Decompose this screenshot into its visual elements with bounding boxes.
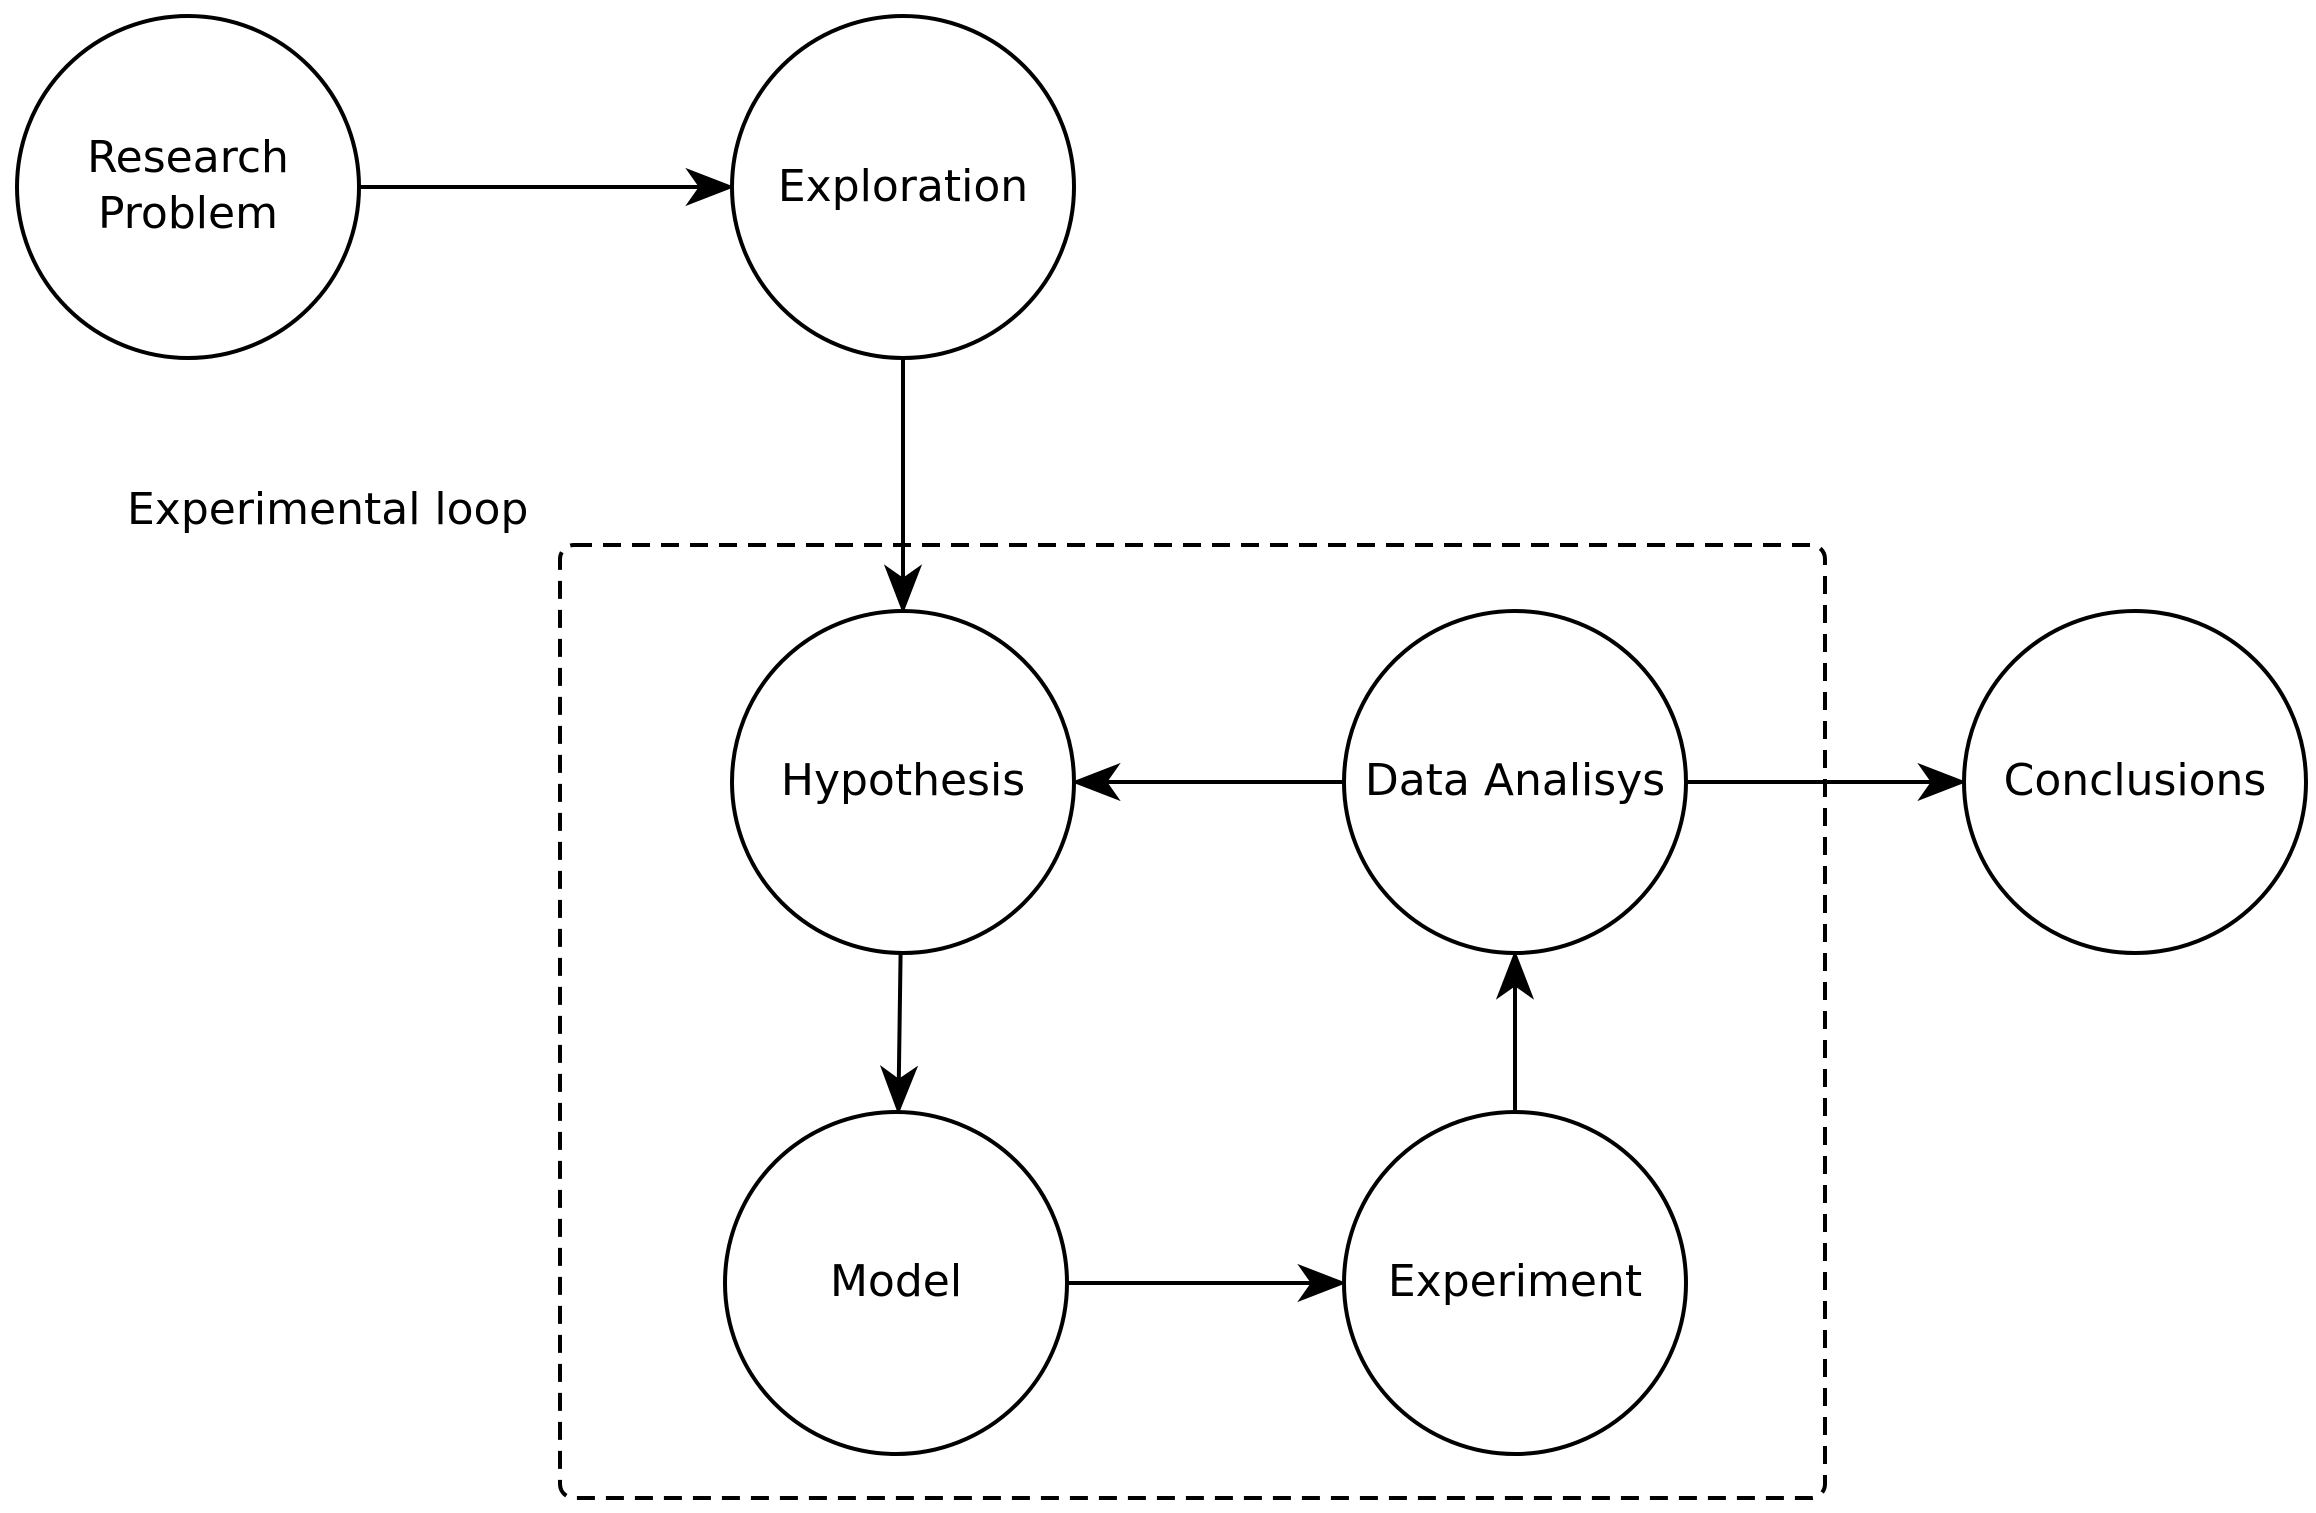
node-conclusions: Conclusions <box>1962 609 2308 955</box>
arrowhead-data-analysis-icon <box>1495 950 1535 1000</box>
node-data-analysis-label: Data Analisys <box>1365 755 1665 806</box>
node-hypothesis: Hypothesis <box>730 609 1076 955</box>
node-experiment-label: Experiment <box>1388 1256 1642 1307</box>
node-research-problem-label-line-1: Research <box>87 132 289 183</box>
node-exploration: Exploration <box>730 14 1076 360</box>
node-research-problem: Research Problem <box>15 14 361 360</box>
arrowhead-hypothesis-icon <box>1071 762 1121 802</box>
experimental-loop-label: Experimental loop <box>127 484 528 535</box>
node-research-problem-label-line-2: Problem <box>98 188 278 239</box>
arrowhead-experiment-icon <box>1297 1263 1347 1303</box>
edge-hypothesis-to-model <box>896 952 903 1081</box>
arrowhead-conclusions-icon <box>1917 762 1967 802</box>
node-experiment: Experiment <box>1342 1110 1688 1456</box>
node-data-analysis: Data Analisys <box>1342 609 1688 955</box>
experimental-loop-box <box>558 543 1827 1500</box>
node-model-label: Model <box>830 1256 962 1307</box>
arrowhead-model-icon <box>879 1065 919 1115</box>
node-model-circle <box>723 1110 1069 1456</box>
node-hypothesis-circle <box>730 609 1076 955</box>
node-experiment-circle <box>1342 1110 1688 1456</box>
node-model: Model <box>723 1110 1069 1456</box>
edges-layer <box>359 167 1967 1303</box>
node-data-analysis-circle <box>1342 609 1688 955</box>
node-exploration-label: Exploration <box>778 161 1028 212</box>
node-conclusions-label: Conclusions <box>2004 755 2267 806</box>
node-conclusions-circle <box>1962 609 2308 955</box>
node-research-problem-circle <box>15 14 361 360</box>
node-hypothesis-label: Hypothesis <box>781 755 1025 806</box>
arrowhead-exploration-icon <box>685 167 735 207</box>
arrowhead-hypothesis-icon <box>883 564 923 614</box>
node-exploration-circle <box>730 14 1076 360</box>
